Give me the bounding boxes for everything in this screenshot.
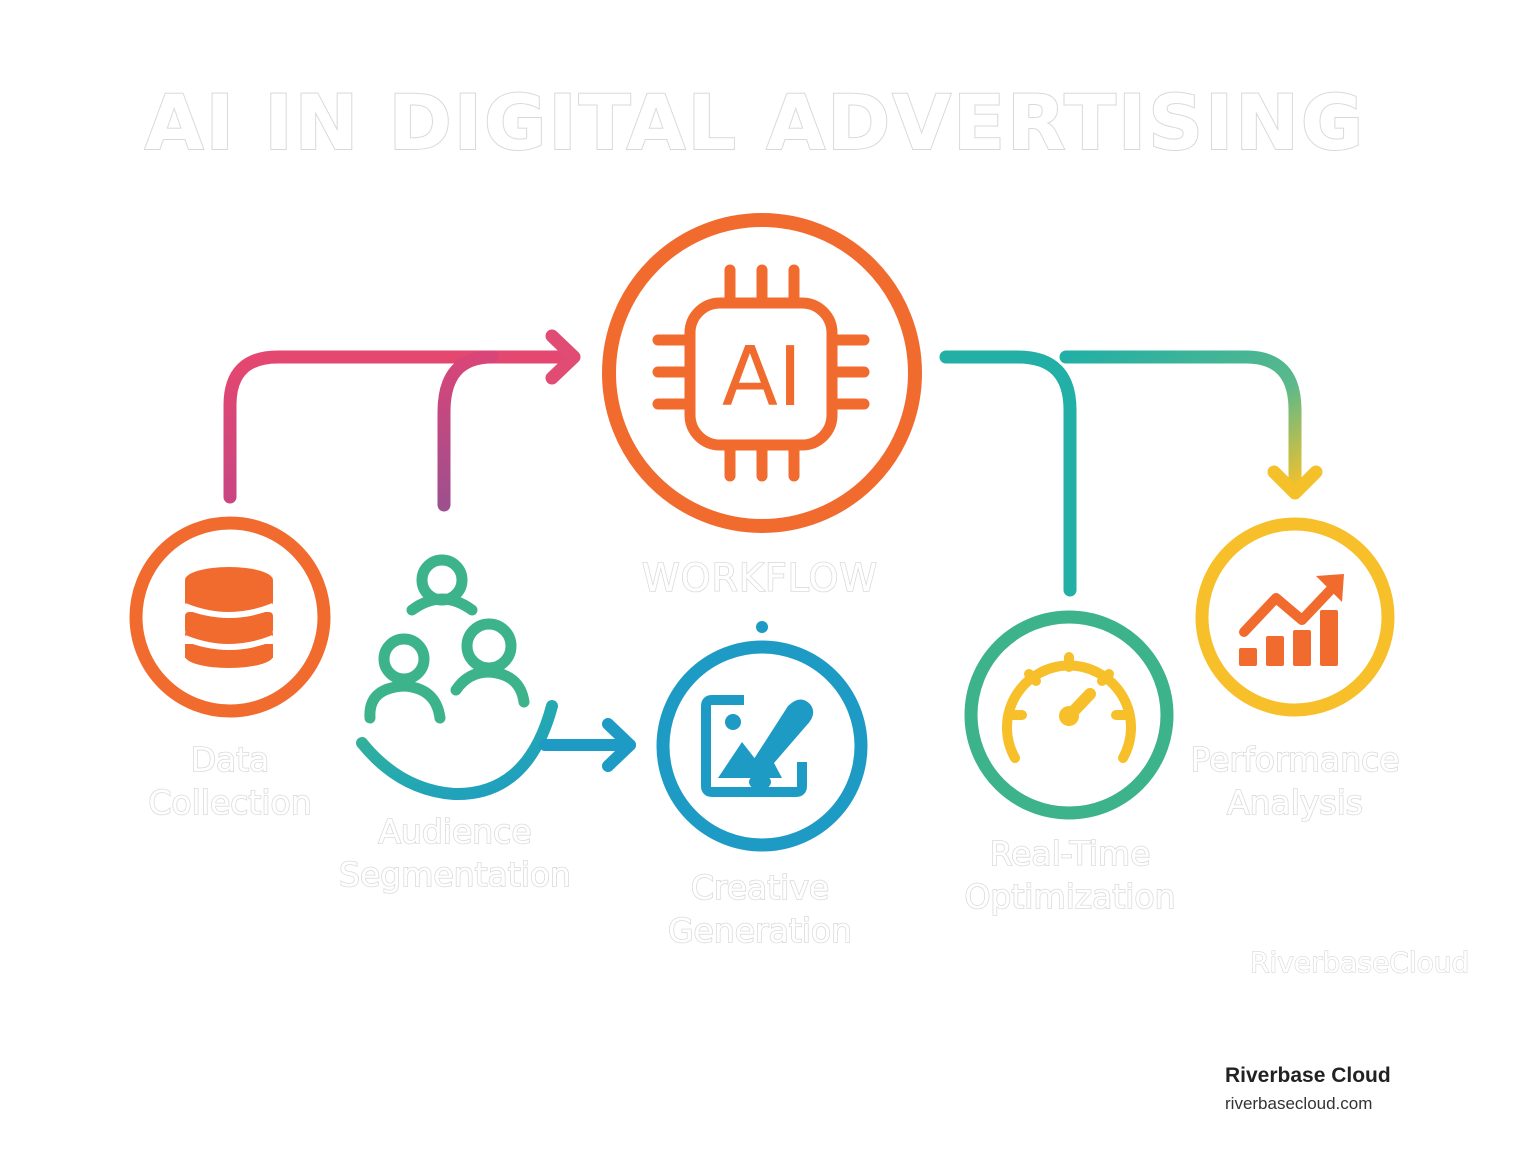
ai-chip-text: AI bbox=[722, 330, 802, 425]
brand-block: Riverbase Cloud riverbasecloud.com bbox=[1225, 1064, 1391, 1114]
speedometer-icon bbox=[1002, 652, 1136, 763]
stage-label-realtime-optimization: Real-Time Optimization bbox=[930, 832, 1210, 918]
stage-label-audience-segmentation: Audience Segmentation bbox=[300, 810, 610, 896]
growth-chart-icon bbox=[1239, 574, 1344, 666]
brand-name: Riverbase Cloud bbox=[1225, 1064, 1391, 1087]
connector-audience-to-creative bbox=[356, 700, 636, 801]
stage-label-line: Data bbox=[190, 739, 270, 780]
stage-label-line: Optimization bbox=[964, 876, 1177, 917]
realtime-optimization-node bbox=[964, 610, 1174, 820]
stage-label-data-collection: Data Collection bbox=[110, 738, 350, 824]
people-group-icon bbox=[364, 554, 530, 724]
watermark: RiverbaseCloud bbox=[1249, 945, 1470, 979]
brand-url: riverbasecloud.com bbox=[1225, 1094, 1373, 1113]
ai-node: AI bbox=[602, 213, 922, 533]
stage-label-line: Analysis bbox=[1226, 782, 1364, 823]
connector-ai-to-realtime bbox=[939, 350, 1077, 597]
stage-label-line: Creative bbox=[690, 867, 830, 908]
ai-chip-icon bbox=[652, 264, 870, 482]
connector-audience-to-ai bbox=[437, 350, 499, 512]
connector-dot bbox=[756, 621, 768, 633]
performance-analysis-node bbox=[1195, 517, 1395, 717]
stage-label-line: Collection bbox=[148, 782, 313, 823]
stage-label-line: Audience bbox=[378, 811, 533, 852]
stage-label-performance-analysis: Performance Analysis bbox=[1160, 738, 1430, 824]
workflow-label: WORKFLOW bbox=[641, 555, 878, 601]
stage-label-line: Segmentation bbox=[338, 854, 572, 895]
stage-label-line: Performance bbox=[1190, 739, 1401, 780]
creative-generation-node bbox=[656, 640, 868, 852]
stage-label-line: Real-Time bbox=[989, 833, 1151, 874]
connector-ai-to-performance bbox=[1059, 350, 1323, 500]
connector-data-to-ai bbox=[223, 329, 581, 504]
image-brush-icon bbox=[701, 695, 814, 797]
stage-label-creative-generation: Creative Generation bbox=[620, 866, 900, 952]
page-title: AI IN DIGITAL ADVERTISING bbox=[144, 77, 1366, 168]
data-collection-node bbox=[129, 516, 331, 718]
database-icon bbox=[183, 567, 275, 668]
stage-label-line: Generation bbox=[667, 910, 853, 951]
